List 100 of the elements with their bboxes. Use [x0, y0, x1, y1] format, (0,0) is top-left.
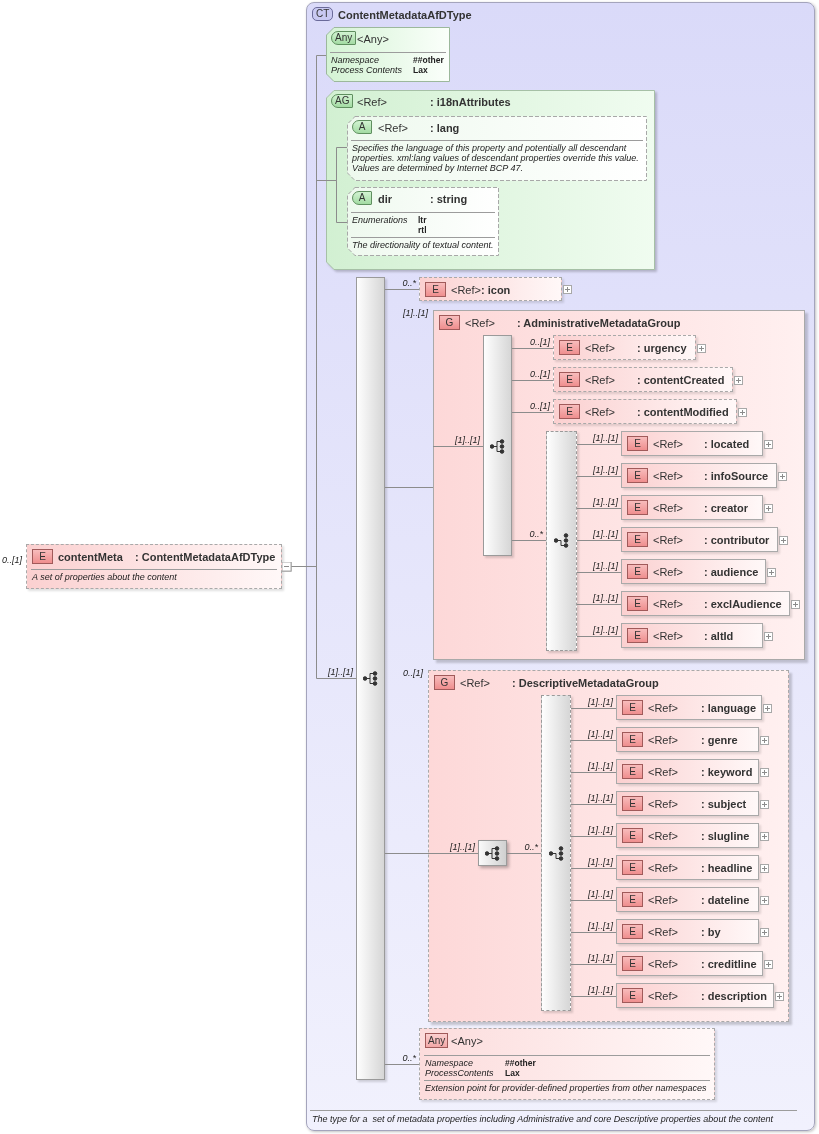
kind-tag: E [622, 796, 643, 811]
multiplicity-label: [1]..[1] [450, 842, 475, 852]
node-name: <Ref> [653, 469, 683, 483]
multiplicity-label: [1]..[1] [593, 561, 618, 571]
attribute-group-box [326, 90, 655, 270]
kind-tag: E [622, 764, 643, 779]
kind-tag: A [352, 120, 372, 134]
type-name: : AdministrativeMetadataGroup [517, 316, 681, 330]
multiplicity-label: 0..* [402, 278, 416, 288]
connector-line [576, 604, 622, 605]
multiplicity-label: 0..* [402, 1053, 416, 1063]
kind-tag: E [627, 564, 648, 579]
type-name: : urgency [637, 341, 687, 355]
element-box [621, 591, 790, 616]
node-name: dir [378, 192, 393, 206]
node-name: <Ref> [648, 861, 678, 875]
multiplicity-label: 0..* [524, 842, 538, 852]
connector-line [570, 964, 617, 965]
node-name: <Ref> [648, 925, 678, 939]
type-name: : located [704, 437, 750, 451]
connector-line [432, 446, 484, 447]
group-box [433, 310, 805, 660]
multiplicity-label: 0..[1] [530, 369, 550, 379]
connector-line [570, 932, 617, 933]
connector-line [570, 708, 617, 709]
element-box [553, 335, 696, 360]
element-box [621, 431, 763, 456]
element-box [616, 919, 759, 944]
multiplicity-label: [1]..[1] [403, 308, 428, 318]
kind-tag: E [622, 732, 643, 747]
kind-tag: E [622, 988, 643, 1003]
description: Extension point for provider-defined properties from other namespaces [425, 1083, 707, 1093]
type-name: : dateline [701, 893, 750, 907]
node-name: <Ref> [585, 373, 615, 387]
kind-tag: E [622, 828, 643, 843]
node-name: <Any> [357, 32, 389, 46]
element-box [621, 527, 778, 552]
node-name: contentMeta [58, 550, 123, 564]
complex-type-panel [306, 2, 815, 1131]
kind-tag: E [627, 628, 648, 643]
sequence-box [478, 840, 507, 866]
multiplicity-label: [1]..[1] [593, 625, 618, 635]
element-box [616, 759, 759, 784]
connector-line [570, 868, 617, 869]
property-label: Enumerations [352, 215, 408, 225]
kind-tag: E [622, 924, 643, 939]
property-value: Lax [505, 1068, 520, 1078]
kind-tag: CT [312, 7, 334, 21]
property-label: Process Contents [331, 65, 403, 75]
property-label: Namespace [331, 55, 380, 65]
multiplicity-label: [1]..[1] [593, 529, 618, 539]
node-name: <Ref> [653, 437, 683, 451]
multiplicity-label: 0..[1] [530, 337, 550, 347]
kind-tag: E [627, 468, 648, 483]
connector-line [511, 348, 554, 349]
type-name: : icon [481, 283, 511, 297]
node-name: <Ref> [451, 283, 481, 297]
node-name: <Ref> [585, 405, 615, 419]
choice-bar [541, 695, 571, 1011]
kind-tag: E [627, 500, 648, 515]
connector-line [570, 772, 617, 773]
connector-line [384, 1064, 420, 1065]
property-value: rtl [418, 225, 427, 235]
connector-line [570, 836, 617, 837]
element-box [616, 727, 759, 752]
connector-line [576, 572, 622, 573]
kind-tag: E [559, 340, 580, 355]
kind-tag: A [352, 191, 372, 205]
node-name: <Ref> [648, 893, 678, 907]
node-name: <Ref> [648, 733, 678, 747]
multiplicity-label: [1]..[1] [588, 921, 613, 931]
attribute-box [347, 187, 499, 256]
element-box [616, 695, 762, 720]
element-box [616, 951, 763, 976]
connector-line [570, 996, 617, 997]
type-name: : ContentMetadataAfDType [135, 550, 276, 564]
node-name: <Ref> [648, 989, 678, 1003]
node-name: <Ref> [648, 765, 678, 779]
kind-tag: E [425, 282, 446, 297]
type-name: : audience [704, 565, 759, 579]
connector-line [576, 444, 622, 445]
description: A set of properties about the content [32, 572, 177, 582]
node-name: <Ref> [648, 701, 678, 715]
property-value: ##other [413, 55, 444, 65]
kind-tag: E [627, 532, 648, 547]
node-name: ContentMetadataAfDType [338, 8, 472, 22]
kind-tag: Any [425, 1033, 449, 1048]
type-name: : DescriptiveMetadataGroup [512, 676, 659, 690]
element-box [621, 559, 766, 584]
element-box [621, 495, 763, 520]
node-name: <Ref> [648, 829, 678, 843]
multiplicity-label: [1]..[1] [593, 593, 618, 603]
description: Specifies the language of this property and potentially all descendant properties. xml:lang values of descendant properties override this value. Values are determined by Internet BCP 47. [352, 143, 639, 173]
multiplicity-label: [1]..[1] [593, 433, 618, 443]
type-name: : keyword [701, 765, 753, 779]
element-box [616, 983, 774, 1008]
node-name: <Ref> [378, 121, 408, 135]
multiplicity-label: 0..[1] [403, 668, 423, 678]
multiplicity-label: 0..[1] [2, 555, 22, 565]
type-name: : i18nAttributes [430, 95, 511, 109]
